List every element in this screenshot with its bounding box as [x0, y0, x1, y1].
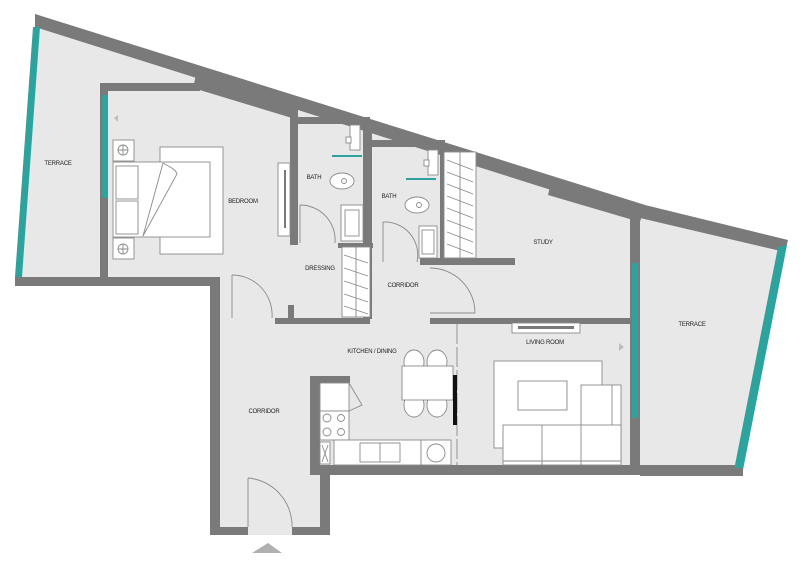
glazing-right-terrace	[734, 245, 787, 470]
nightstand	[112, 237, 135, 260]
nightstand	[112, 139, 135, 162]
glazing-bedroom	[102, 95, 108, 198]
dining-set	[401, 349, 457, 425]
wardrobes	[341, 151, 477, 318]
glazing-left-terrace	[15, 27, 40, 277]
kitchen-fixtures	[319, 382, 452, 466]
label-bath-2: BATH	[382, 194, 397, 200]
pillow	[115, 165, 139, 200]
label-dressing: DRESSING	[305, 266, 335, 272]
bath-2-fixtures	[404, 149, 439, 259]
bath-1-fixtures	[329, 124, 364, 242]
doors	[231, 204, 476, 528]
label-corridor-lower: CORRIDOR	[248, 409, 280, 415]
label-study: STUDY	[533, 240, 553, 246]
pillow	[115, 200, 139, 235]
glazing	[15, 27, 787, 470]
sofa	[502, 424, 622, 466]
label-kitchen-dining: KITCHEN / DINING	[347, 349, 397, 355]
label-corridor-upper: CORRIDOR	[387, 283, 419, 289]
label-bedroom: BEDROOM	[228, 199, 258, 205]
label-living-room: LIVING ROOM	[526, 340, 564, 346]
label-terrace-left: TERRACE	[44, 161, 71, 167]
bedroom-furniture	[112, 139, 291, 260]
walls	[15, 14, 788, 535]
label-terrace-right: TERRACE	[678, 322, 705, 328]
glazing-living	[632, 263, 638, 418]
label-bath-1: BATH	[307, 175, 322, 181]
coffee-table	[517, 380, 568, 411]
living-furniture	[493, 322, 624, 466]
entrance-arrow-icon	[252, 543, 282, 553]
room-labels: TERRACE BEDROOM BATH BATH DRESSING CORRI…	[44, 161, 706, 415]
